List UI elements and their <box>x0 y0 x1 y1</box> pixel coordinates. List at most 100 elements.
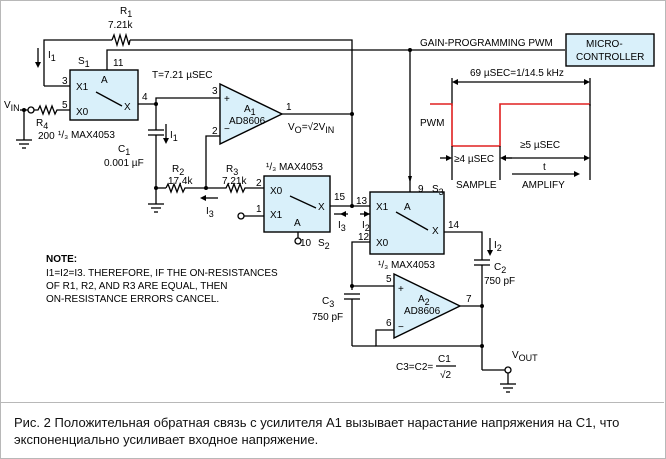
c2-label: C2 <box>494 262 506 275</box>
s3-pin9: 9 <box>418 184 424 195</box>
a1-pin1: 1 <box>286 102 292 113</box>
figure-caption: Рис. 2 Положительная обратная связь с ус… <box>14 415 620 447</box>
vo-label: VO=√2VIN <box>288 121 334 135</box>
a2-part: AD8606 <box>404 306 441 317</box>
i2-label-b: I2 <box>494 240 502 253</box>
note-title: NOTE: <box>46 254 77 265</box>
pwm-label: PWM <box>420 118 444 129</box>
c3-label: C3 <box>322 296 334 309</box>
c2-capacitor <box>474 259 490 266</box>
c1-capacitor <box>148 129 164 136</box>
s2-pin15: 15 <box>334 192 346 203</box>
i1-label-mid: I1 <box>170 130 178 143</box>
s2-pin10: 10 <box>300 238 312 249</box>
s1-wiper <box>95 91 123 107</box>
svg-text:−: − <box>224 124 230 135</box>
r4-label: R4 <box>36 118 48 131</box>
pwm-timing-diagram <box>430 78 591 180</box>
vout-terminal <box>504 366 512 374</box>
vout-label: VOUT <box>512 350 538 363</box>
r4-resistor <box>34 104 70 116</box>
r3-resistor <box>206 182 264 194</box>
a1-opamp <box>219 82 284 146</box>
ground-vout <box>500 383 516 393</box>
mc-line1: MICRO- <box>586 39 623 50</box>
a1-pin2: 2 <box>212 126 218 137</box>
s1-part: ¹/₃ MAX4053 <box>58 130 115 141</box>
a2-opamp <box>393 272 462 340</box>
t-label: T=7.21 µSEC <box>152 70 213 81</box>
r1-resistor <box>111 32 131 48</box>
s3-wiper <box>395 211 429 231</box>
s3-x0: X0 <box>376 238 389 249</box>
s1-a: A <box>101 75 108 86</box>
s2-x0: X0 <box>270 186 283 197</box>
s1-switch-box <box>69 69 139 121</box>
cap-eq-denominator: √2 <box>440 369 451 381</box>
s3-a: A <box>404 202 411 213</box>
vin-label: VIN <box>4 100 20 113</box>
s2-wiper <box>289 195 317 209</box>
amplify-label: AMPLIFY <box>522 180 565 191</box>
s1-pin4: 4 <box>142 92 148 103</box>
r2-resistor <box>165 182 206 194</box>
a2-label: A2 <box>418 294 430 307</box>
s3-pin13: 13 <box>356 196 368 207</box>
amplify-time-label: ≥5 µSEC <box>520 140 560 151</box>
s1-x: X <box>124 102 131 113</box>
vin-terminal <box>27 106 35 114</box>
i2-label-a: I2 <box>362 220 370 233</box>
s2-switch-box <box>263 175 331 233</box>
gain-pwm-label: GAIN-PROGRAMMING PWM <box>420 38 553 49</box>
i1-label-top: I1 <box>48 50 56 63</box>
a1-pin3: 3 <box>212 86 218 97</box>
pwm-waveform <box>430 103 590 147</box>
s3-pin14: 14 <box>448 220 460 231</box>
s2-a: A <box>294 218 301 229</box>
a1-part: AD8606 <box>229 116 266 127</box>
s2-x1: X1 <box>270 210 283 221</box>
r1-label: R1 <box>120 6 132 19</box>
note-line3: ON-RESISTANCE ERRORS CANCEL. <box>46 294 219 305</box>
s2-part: ¹/₃ MAX4053 <box>266 162 323 173</box>
c3-value: 750 pF <box>312 312 343 323</box>
s3-label: S3 <box>432 184 444 197</box>
s3-part: ¹/₃ MAX4053 <box>378 260 435 271</box>
r3-label: R3 <box>226 164 238 177</box>
r4-value: 200 <box>38 131 55 142</box>
s1-pin3: 3 <box>62 76 68 87</box>
t-axis-label: t <box>543 162 546 173</box>
note-line1: I1=I2=I3. THEREFORE, IF THE ON-RESISTANC… <box>46 268 278 279</box>
c2-value: 750 pF <box>484 276 515 287</box>
r2-label: R2 <box>172 164 184 177</box>
caption-divider <box>0 402 664 403</box>
s2-pin2: 2 <box>256 178 262 189</box>
r1-feedback-loop <box>43 32 353 190</box>
sample-label: SAMPLE <box>456 180 497 191</box>
i3-label-b: I3 <box>338 220 346 233</box>
ground-vin <box>16 139 32 149</box>
s3-pin12: 12 <box>358 232 370 243</box>
svg-text:+: + <box>224 94 230 105</box>
s1-pin5: 5 <box>62 100 68 111</box>
cap-equation: C3=C2= <box>396 362 433 373</box>
c3-capacitor <box>344 293 360 300</box>
svg-text:−: − <box>398 322 404 333</box>
s1-x0: X0 <box>76 107 89 118</box>
s2-label: S2 <box>318 238 330 251</box>
s2-pin1: 1 <box>256 204 262 215</box>
a2-pin5: 5 <box>386 274 392 285</box>
mc-line2: CONTROLLER <box>576 52 644 63</box>
cap-eq-numerator: C1 <box>438 354 451 365</box>
a2-pin6: 6 <box>386 318 392 329</box>
ground-c1 <box>148 203 164 213</box>
circuit-schematic: R1 7.21k I1 S1 11 X1 X0 A X 3 5 4 ¹/₃ MA… <box>4 6 655 393</box>
s3-x: X <box>432 226 439 237</box>
s1-pin11: 11 <box>113 58 124 69</box>
s1-x1: X1 <box>76 82 89 93</box>
svg-text:+: + <box>398 284 404 295</box>
r3-value: 7.21k <box>222 176 247 187</box>
microcontroller-box <box>565 33 655 67</box>
c1-label: C1 <box>118 144 130 157</box>
s1-label: S1 <box>78 56 90 69</box>
